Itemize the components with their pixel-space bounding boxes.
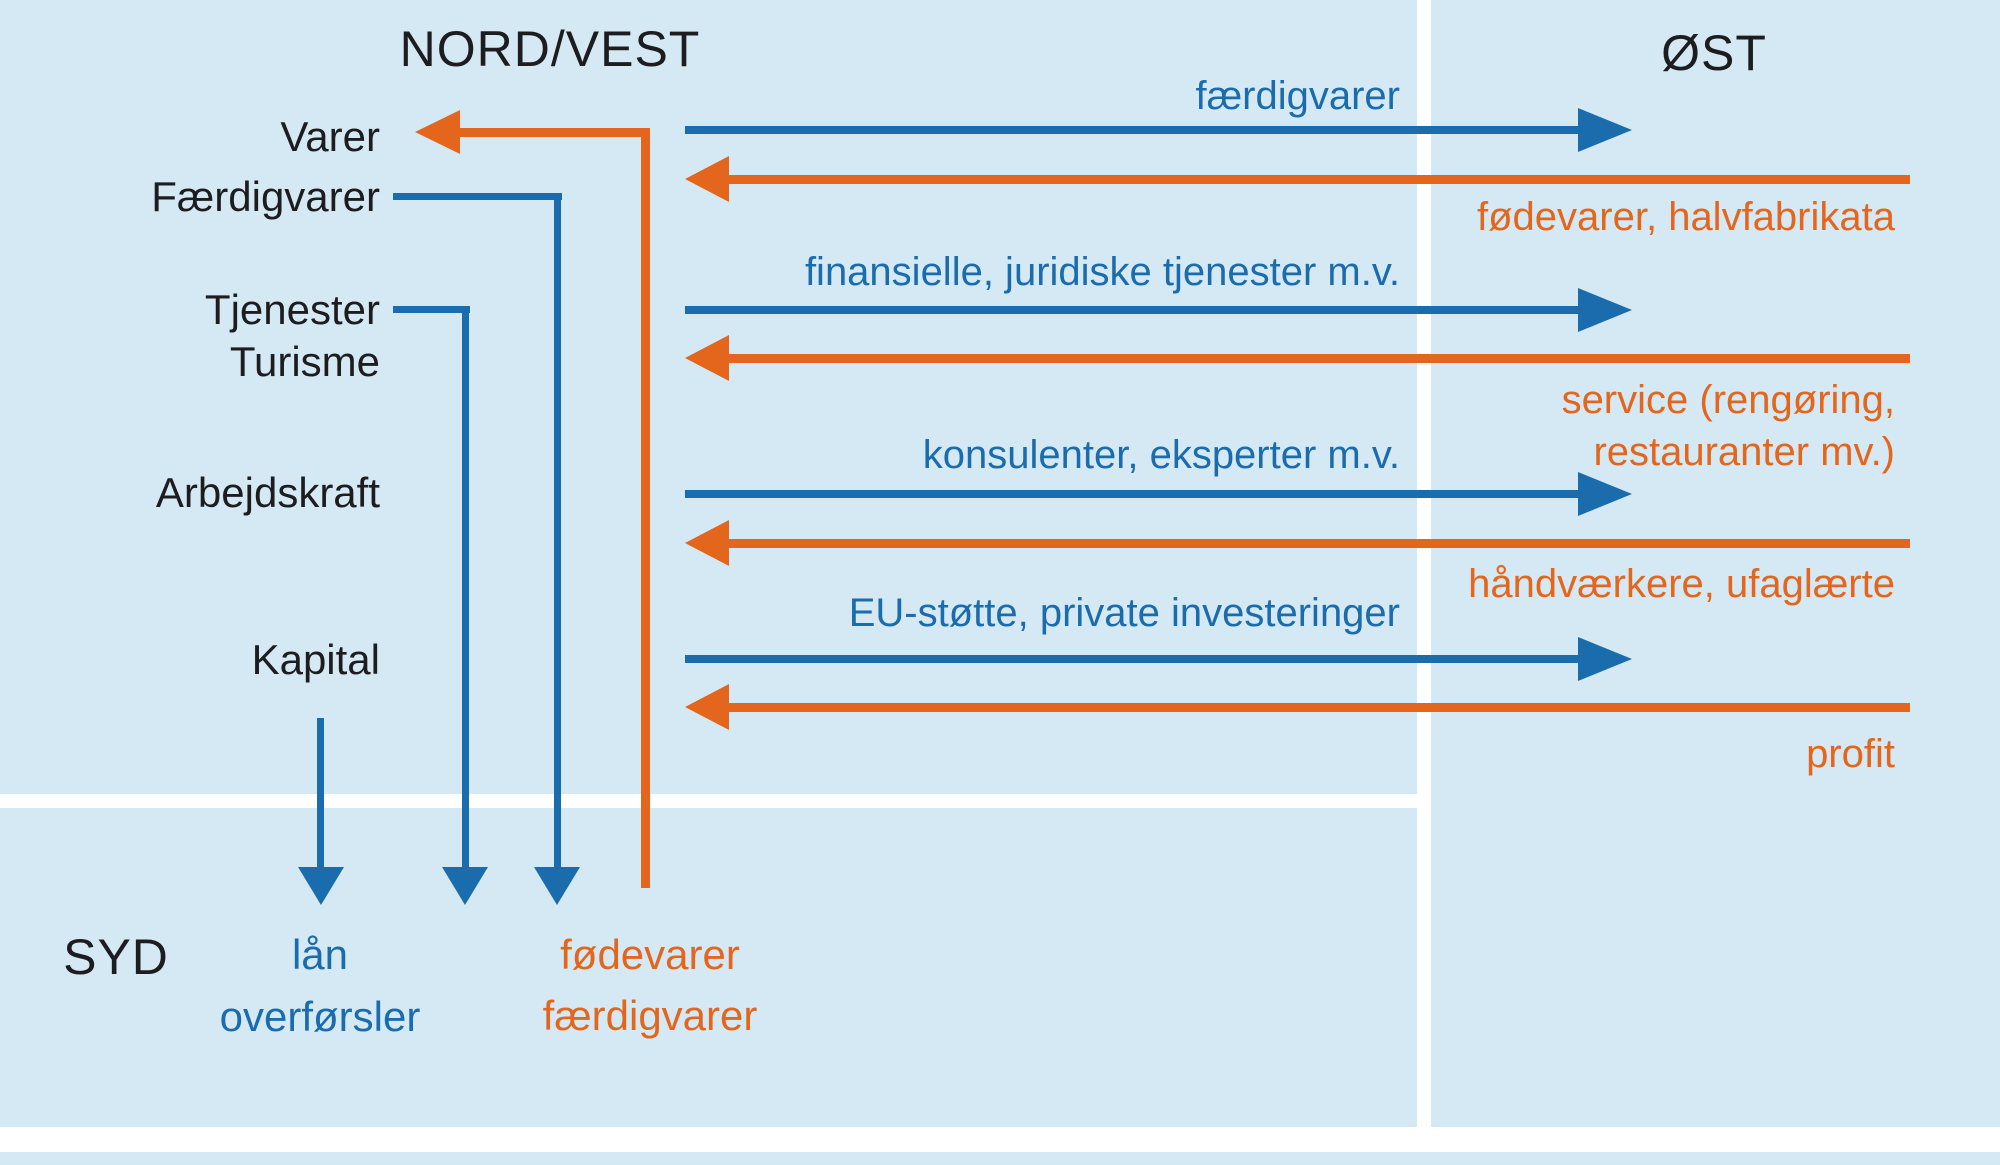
flow-line-kapital-to-south-vertical	[317, 718, 324, 867]
flow-label-konsulenter: konsulenter, eksperter m.v.	[922, 433, 1400, 477]
flow-line-east-to-nw-2	[729, 354, 1910, 363]
flow-line-nw-to-east-3	[685, 490, 1578, 498]
flow-label-eu-stoette: EU-støtte, private investeringer	[848, 591, 1400, 635]
flow-label-profit: profit	[1806, 732, 1895, 776]
arrowhead-left-icon	[685, 684, 729, 730]
arrowhead-right-icon	[1578, 288, 1632, 332]
flow-line-tjenester-to-south-vertical	[462, 306, 469, 867]
arrowhead-left-icon	[685, 520, 729, 566]
arrowhead-right-icon	[1578, 637, 1632, 681]
flow-line-faerdigvarer-to-south-vertical	[554, 193, 561, 867]
flow-line-tjenester-to-south	[393, 306, 470, 313]
arrowhead-right-icon	[1578, 472, 1632, 516]
arrowhead-left-icon	[685, 156, 729, 202]
flow-line-east-to-nw-3	[729, 539, 1910, 548]
commodity-label-kapital: Kapital	[251, 636, 380, 683]
flow-label-service-line1: service (rengøring,	[1561, 378, 1895, 422]
flow-line-nw-to-east-2	[685, 306, 1578, 314]
commodity-label-turisme: Turisme	[229, 338, 380, 385]
flow-label-foedevarer: fødevarer	[560, 931, 740, 978]
grid-bottom-band	[0, 1127, 2000, 1152]
flow-line-south-to-varer-vertical	[641, 128, 650, 888]
commodity-label-tjenester: Tjenester	[204, 286, 380, 333]
flow-line-east-to-nw-4	[729, 703, 1910, 712]
flow-label-finansielle: finansielle, juridiske tjenester m.v.	[804, 250, 1400, 294]
arrowhead-down-icon	[534, 867, 580, 905]
region-label-nordvest: NORD/VEST	[399, 21, 701, 77]
region-label-syd: SYD	[63, 929, 169, 985]
commodity-label-faerdigvarer: Færdigvarer	[151, 173, 380, 220]
grid-vertical-divider	[1417, 0, 1431, 1127]
flow-line-nw-to-east-1	[685, 126, 1578, 134]
flow-label-laan-overfoersler: lån overførsler	[170, 924, 470, 1048]
flow-label-faerdigvarer-south: færdigvarer	[542, 992, 758, 1039]
flow-label-overfoersler: overførsler	[219, 993, 421, 1040]
flow-line-nw-to-east-4	[685, 655, 1578, 663]
flow-label-service-line2: restauranter mv.)	[1593, 430, 1895, 474]
region-label-oest: ØST	[1661, 25, 1767, 81]
grid-horizontal-divider	[0, 794, 1417, 808]
arrowhead-left-icon	[685, 335, 729, 381]
flow-label-faerdigvarer: færdigvarer	[1195, 74, 1400, 118]
arrowhead-down-icon	[442, 867, 488, 905]
flow-line-faerdigvarer-to-south	[393, 193, 562, 200]
flow-line-east-to-nw-1	[729, 175, 1910, 184]
arrowhead-left-icon	[415, 110, 460, 154]
flow-label-service: service (rengøring, restauranter mv.)	[1562, 374, 1895, 478]
flow-line-south-to-varer	[460, 128, 650, 137]
commodity-label-arbejdskraft: Arbejdskraft	[155, 469, 380, 516]
flow-label-laan: lån	[291, 931, 349, 978]
commodity-label-varer: Varer	[280, 113, 380, 160]
flow-label-foedevarer-faerdigvarer: fødevarer færdigvarer	[500, 924, 800, 1046]
arrowhead-right-icon	[1578, 108, 1632, 152]
flow-label-foedevarer-halvfabrikata: fødevarer, halvfabrikata	[1477, 195, 1895, 239]
arrowhead-down-icon	[298, 867, 344, 905]
flow-label-haandvaerkere: håndværkere, ufaglærte	[1468, 562, 1895, 606]
